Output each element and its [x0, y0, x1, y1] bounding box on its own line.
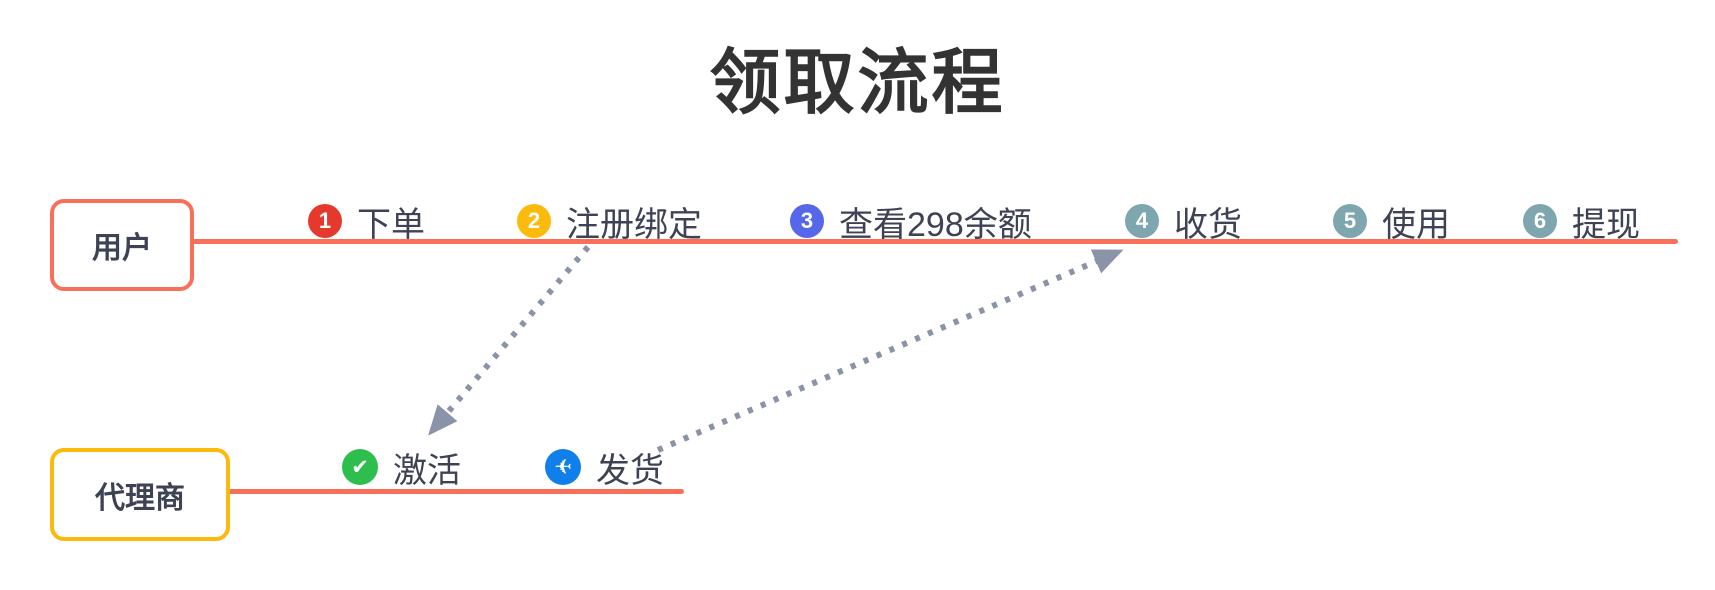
- step-use: 5 使用: [1333, 201, 1450, 244]
- step-register-bind: 2 注册绑定: [517, 201, 702, 244]
- user-lane-line: [188, 239, 1678, 244]
- step-label: 注册绑定: [566, 205, 702, 244]
- step-label: 提现: [1572, 205, 1640, 244]
- arrow-register-to-activate: [428, 245, 591, 436]
- page-title: 领取流程: [709, 44, 1006, 123]
- step-number-badge: 1: [308, 204, 342, 238]
- step-label: 下单: [357, 205, 425, 244]
- agent-lane-node: 代理商: [50, 448, 230, 541]
- step-place-order: 1 下单: [308, 201, 425, 244]
- check-icon: ✔: [342, 449, 378, 485]
- step-ship: ✈ 发货: [545, 447, 664, 490]
- step-number-badge: 4: [1125, 204, 1159, 238]
- step-label: 使用: [1382, 205, 1450, 244]
- step-activate: ✔ 激活: [342, 447, 461, 490]
- step-label: 激活: [393, 451, 461, 490]
- agent-lane-line: [222, 489, 684, 494]
- step-number-badge: 5: [1333, 204, 1367, 238]
- arrow-ship-to-receive: [656, 249, 1124, 453]
- agent-lane-label: 代理商: [95, 481, 185, 515]
- step-receive-goods: 4 收货: [1125, 201, 1242, 244]
- step-number-badge: 2: [517, 204, 551, 238]
- step-withdraw: 6 提现: [1523, 201, 1640, 244]
- step-label: 查看298余额: [839, 205, 1032, 244]
- step-number-badge: 6: [1523, 204, 1557, 238]
- user-lane-label: 用户: [92, 232, 152, 265]
- step-number-badge: 3: [790, 204, 824, 238]
- plane-icon: ✈: [545, 449, 581, 485]
- step-label: 发货: [596, 451, 664, 490]
- user-lane-node: 用户: [50, 199, 194, 291]
- step-check-balance: 3 查看298余额: [790, 201, 1032, 244]
- step-label: 收货: [1174, 205, 1242, 244]
